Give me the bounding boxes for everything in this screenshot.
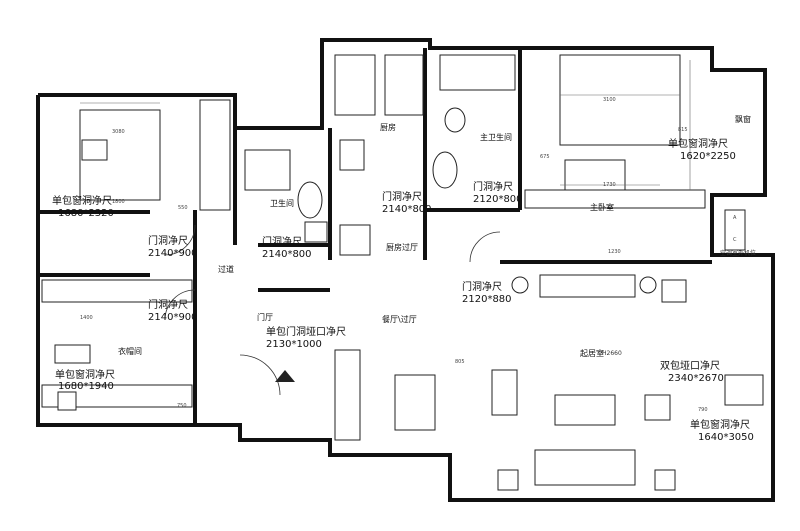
washer (304, 221, 328, 243)
bay-window-label: 单包窗洞净尺 (668, 139, 728, 150)
basin (432, 151, 458, 189)
living-opening-size: 2340*2670 (668, 373, 724, 384)
bathtub-oval (297, 181, 323, 219)
room-kitchen: 厨房 (380, 123, 396, 132)
bedroom-left-window-label: 单包窗洞净尺 (52, 196, 112, 207)
pouf-left (511, 276, 529, 294)
master-bathtub (439, 54, 516, 91)
kitchen-door-size: 2140*800 (382, 204, 432, 215)
armchair (661, 279, 687, 303)
coffee-table (554, 394, 616, 426)
master-door-label: 门洞净尺 (462, 282, 502, 293)
living-opening-label: 双包垭口净尺 (660, 361, 720, 372)
bedroom-left-window-size: 1680*2320 (58, 208, 114, 219)
kitchen-sink (339, 139, 365, 171)
room-living: 起居室 (580, 349, 604, 358)
cloak-chair (57, 391, 77, 411)
dim-675: 675 (540, 154, 550, 160)
dim-1230: 1230 (608, 249, 621, 255)
cloak-bench (54, 344, 91, 364)
dim-3100: 3100 (603, 97, 616, 103)
master-bath-door-label: 门洞净尺 (473, 182, 513, 193)
room-kitchen-corridor: 厨房过厅 (386, 243, 418, 252)
bath-door-label: 门洞净尺 (262, 237, 302, 248)
stool-right (654, 469, 676, 491)
pouf-right (639, 276, 657, 294)
entry-door-size: 2130*1000 (266, 339, 322, 350)
fridge (339, 224, 371, 256)
dim-805: 805 (455, 359, 465, 365)
side-table (644, 394, 671, 421)
bed-left-pillow (81, 139, 108, 161)
dining-table (394, 374, 436, 431)
kitchen-door-label: 门洞净尺 (382, 192, 422, 203)
door2-size: 2140*900 (148, 312, 198, 323)
kitchen-island (384, 54, 424, 116)
master-door-size: 2120*880 (462, 294, 512, 305)
cloak-cabinet-bottom (41, 384, 193, 408)
door-arc-cloak (164, 289, 196, 321)
wardrobe-window-label: 单包窗洞净尺 (55, 370, 115, 381)
ac-letter-c: C (733, 237, 737, 243)
tv-cabinet (539, 274, 636, 298)
toilet (444, 107, 466, 133)
wardrobe-left (199, 99, 231, 211)
bath-door-size: 2140*800 (262, 249, 312, 260)
room-master-bedroom: 主卧室 (590, 203, 614, 212)
cloak-cabinet-top (41, 279, 193, 303)
room-cloakroom: 衣帽间 (118, 347, 142, 356)
console (491, 369, 518, 416)
door1-size: 2140*900 (148, 248, 198, 259)
sofa (534, 449, 636, 486)
sideboard (334, 349, 361, 441)
room-ac-shelf: 空调室外机位 (720, 250, 757, 257)
bath-vanity (244, 149, 291, 191)
door-arc-bed (164, 224, 196, 256)
room-bay: 飘窗 (735, 115, 751, 124)
entry-door-label: 单包门洞垭口净尺 (266, 327, 346, 338)
master-bench (564, 159, 626, 191)
bed-left (79, 109, 161, 201)
door1-label: 门洞净尺 (148, 236, 188, 247)
master-wardrobe (524, 189, 706, 209)
bay-window-size: 1620*2250 (680, 151, 736, 162)
ac-letter-a: A (733, 215, 737, 221)
dim-550: 550 (178, 205, 188, 211)
room-foyer: 门厅 (257, 313, 273, 322)
living-window-size: 1640*3050 (698, 432, 754, 443)
dim-1730: 1730 (603, 182, 616, 188)
dim-3080: 3080 (112, 129, 125, 135)
dim-790: 790 (698, 407, 708, 413)
wardrobe-window-size: 1680*1940 (58, 381, 114, 392)
entry-arrow-icon (275, 370, 295, 382)
entry-door-arc (239, 354, 281, 396)
room-corridor: 过道 (218, 265, 234, 274)
master-bed (559, 54, 681, 146)
dim-1400: 1400 (80, 315, 93, 321)
kitchen-counter-top (334, 54, 376, 116)
master-bath-door-size: 2120*800 (473, 194, 523, 205)
dim-1800: 1800 (112, 199, 125, 205)
outer-wall (36, 38, 775, 502)
dim-750: 750 (177, 403, 187, 409)
room-master-bath: 主卫生间 (480, 133, 512, 142)
stool-left (497, 469, 519, 491)
armchair-right (724, 374, 764, 406)
living-window-label: 单包窗洞净尺 (690, 420, 750, 431)
door-arc-master (469, 231, 501, 263)
door2-label: 门洞净尺 (148, 300, 188, 311)
ac-unit (724, 209, 746, 251)
living-height: H2660 (602, 350, 622, 357)
room-dining-corridor: 餐厅\过厅 (382, 315, 417, 324)
dim-815: 815 (678, 127, 688, 133)
room-bathroom: 卫生间 (270, 199, 294, 208)
